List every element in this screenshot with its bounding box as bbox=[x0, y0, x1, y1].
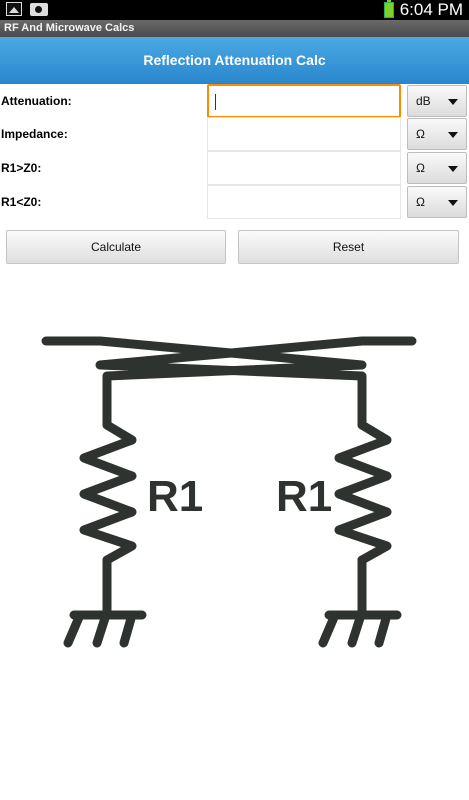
dropdown-arrow-icon bbox=[448, 166, 458, 172]
dropdown-arrow-icon bbox=[448, 132, 458, 138]
top-wire-right bbox=[95, 336, 417, 430]
camera-icon bbox=[30, 3, 48, 16]
r1-lt-z0-label: R1<Z0: bbox=[1, 195, 42, 209]
text-cursor bbox=[215, 94, 216, 110]
impedance-unit-select[interactable]: Ω bbox=[407, 118, 467, 150]
r1-lt-z0-input[interactable] bbox=[208, 186, 400, 218]
calculate-button[interactable]: Calculate bbox=[6, 230, 226, 264]
r1-gt-z0-input[interactable] bbox=[208, 152, 400, 184]
top-wire-left bbox=[41, 336, 367, 430]
impedance-input[interactable] bbox=[208, 118, 400, 150]
r1-lt-z0-row: R1<Z0: Ω bbox=[0, 185, 469, 219]
clock: 6:04 PM bbox=[399, 0, 463, 19]
impedance-label: Impedance: bbox=[1, 127, 68, 141]
attenuation-unit-value: dB bbox=[416, 94, 431, 108]
gallery-icon bbox=[6, 2, 22, 16]
attenuation-unit-select[interactable]: dB bbox=[407, 85, 467, 117]
battery-icon bbox=[383, 0, 394, 18]
r1-gt-z0-row: R1>Z0: Ω bbox=[0, 151, 469, 185]
right-ground-symbol bbox=[318, 610, 402, 648]
dropdown-arrow-icon bbox=[448, 99, 458, 105]
attenuation-label: Attenuation: bbox=[1, 94, 72, 108]
impedance-field-wrapper bbox=[207, 117, 401, 151]
reset-button[interactable]: Reset bbox=[238, 230, 459, 264]
attenuation-field-wrapper bbox=[207, 84, 401, 118]
left-resistor-label: R1 bbox=[147, 472, 203, 521]
r1-gt-z0-unit-select[interactable]: Ω bbox=[407, 152, 467, 184]
r1-lt-z0-field-wrapper bbox=[207, 185, 401, 219]
r1-gt-z0-unit-value: Ω bbox=[416, 161, 425, 175]
right-resistor-label: R1 bbox=[276, 472, 332, 521]
attenuation-input[interactable] bbox=[209, 86, 399, 116]
circuit-diagram: R1 R1 bbox=[41, 336, 417, 648]
left-ground-symbol bbox=[63, 610, 147, 648]
status-bar: 6:04 PM bbox=[0, 0, 469, 20]
attenuation-row: Attenuation: dB bbox=[0, 84, 469, 118]
r1-lt-z0-unit-value: Ω bbox=[416, 195, 425, 209]
page-title: Reflection Attenuation Calc bbox=[0, 37, 469, 84]
r1-gt-z0-label: R1>Z0: bbox=[1, 161, 42, 175]
r1-gt-z0-field-wrapper bbox=[207, 151, 401, 185]
left-resistor-zigzag bbox=[79, 420, 137, 565]
r1-lt-z0-unit-select[interactable]: Ω bbox=[407, 186, 467, 218]
notification-icons bbox=[6, 2, 48, 16]
dropdown-arrow-icon bbox=[448, 200, 458, 206]
app-title-bar: RF And Microwave Calcs bbox=[0, 20, 469, 37]
impedance-row: Impedance: Ω bbox=[0, 117, 469, 151]
right-resistor-zigzag bbox=[334, 420, 392, 565]
impedance-unit-value: Ω bbox=[416, 127, 425, 141]
